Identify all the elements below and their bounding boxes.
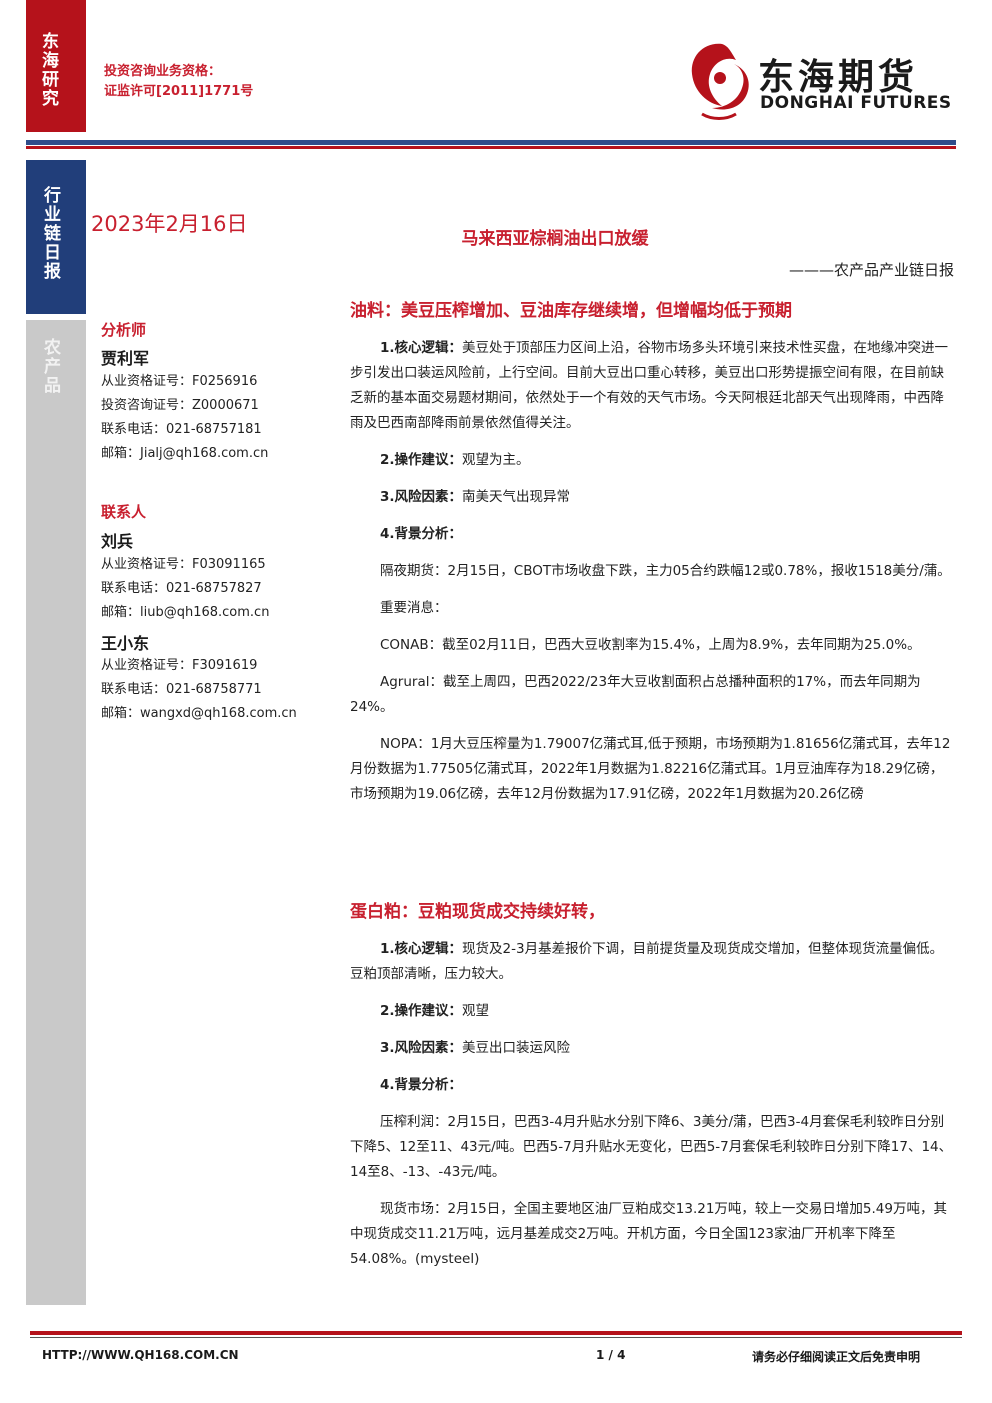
license-line-2: 证监许可[2011]1771号: [104, 84, 254, 99]
contact-line: 联系电话：021-68758771: [101, 682, 262, 697]
license-info: 投资咨询业务资格： 证监许可[2011]1771号: [104, 62, 253, 102]
page-title: 马来西亚棕榈油出口放缓: [461, 229, 649, 249]
section-body-meal: 1.核心逻辑：现货及2-3月基差报价下调，目前提货量及现货成交增加，但整体现货流…: [350, 937, 954, 1272]
contact-name: 王小东: [101, 634, 150, 653]
section-heading-meal: 蛋白粕：豆粕现货成交持续好转，: [350, 902, 605, 922]
category-label: 农产品: [40, 338, 60, 395]
paragraph: 现货市场：2月15日，全国主要地区油厂豆粕成交13.21万吨，较上一交易日增加5…: [350, 1201, 947, 1267]
report-type-label: 行业链日报: [40, 186, 60, 281]
contact-details: 从业资格证号：F3091619 联系电话：021-68758771 邮箱：wan…: [101, 654, 297, 726]
paragraph: 1.核心逻辑：现货及2-3月基差报价下调，目前提货量及现货成交增加，但整体现货流…: [350, 941, 944, 982]
report-date: 2023年2月16日: [91, 212, 248, 236]
sidebar-gray-band: 农产品: [26, 320, 86, 1305]
section-heading-oilseed: 油料：美豆压榨增加、豆油库存继续增，但增幅均低于预期: [350, 301, 792, 321]
paragraph: 3.风险因素：南美天气出现异常: [380, 489, 571, 505]
paragraph: Agrural：截至上周四，巴西2022/23年大豆收割面积占总播种面积的17%…: [350, 674, 921, 715]
report-type-tab: 行业链日报: [26, 160, 86, 314]
paragraph: 4.背景分析：: [380, 1077, 463, 1093]
footer-rule: [30, 1337, 962, 1338]
analyst-line: 联系电话：021-68757181: [101, 422, 262, 437]
paragraph: 2.操作建议：观望: [380, 1003, 490, 1019]
license-line-1: 投资咨询业务资格：: [104, 64, 222, 79]
contact-heading: 联系人: [101, 503, 147, 521]
footer-disclaimer-note: 请务必仔细阅读正文后免责申明: [752, 1350, 921, 1364]
paragraph: CONAB：截至02月11日，巴西大豆收割率为15.4%，上周为8.9%，去年同…: [380, 637, 921, 653]
section-body-oilseed: 1.核心逻辑：美豆处于顶部压力区间上沿，谷物市场多头环境引来技术性买盘，在地缘冲…: [350, 336, 954, 807]
footer-rule-red: [30, 1331, 962, 1335]
paragraph: NOPA：1月大豆压榨量为1.79007亿蒲式耳,低于预期，市场预期为1.816…: [350, 736, 951, 802]
header-rule-blue: [26, 140, 956, 145]
header-red-tab: 东海研究: [26, 0, 86, 132]
analyst-details: 从业资格证号：F0256916 投资咨询证号：Z0000671 联系电话：021…: [101, 370, 268, 466]
paragraph: 2.操作建议：观望为主。: [380, 452, 530, 468]
analyst-email[interactable]: 邮箱：Jialj@qh168.com.cn: [101, 446, 269, 461]
paragraph: 压榨利润：2月15日，巴西3-4月升贴水分别下降6、3美分/蒲，巴西3-4月套保…: [350, 1114, 953, 1180]
paragraph: 4.背景分析：: [380, 526, 463, 542]
footer-page-number: 1 / 4: [596, 1348, 626, 1362]
contact-line: 从业资格证号：F3091619: [101, 658, 258, 673]
header-rule-red: [26, 146, 956, 149]
page-subtitle: ———农产品产业链日报: [788, 261, 954, 279]
paragraph: 3.风险因素：美豆出口装运风险: [380, 1040, 571, 1056]
paragraph: 1.核心逻辑：美豆处于顶部压力区间上沿，谷物市场多头环境引来技术性买盘，在地缘冲…: [350, 340, 949, 431]
analyst-name: 贾利军: [101, 349, 150, 368]
contact-line: 联系电话：021-68757827: [101, 581, 262, 596]
analyst-line: 从业资格证号：F0256916: [101, 374, 258, 389]
contact-email[interactable]: 邮箱：wangxd@qh168.com.cn: [101, 706, 297, 721]
header-vertical-label: 东海研究: [38, 32, 58, 108]
contact-line: 从业资格证号：F03091165: [101, 557, 266, 572]
paragraph: 隔夜期货：2月15日，CBOT市场收盘下跌，主力05合约跌幅12或0.78%，报…: [380, 563, 951, 579]
analyst-heading: 分析师: [101, 321, 147, 339]
analyst-line: 投资咨询证号：Z0000671: [101, 398, 259, 413]
logo-chinese-name: 东海期货: [758, 56, 919, 98]
dragon-logo-icon: [691, 43, 749, 120]
contact-name: 刘兵: [101, 532, 134, 551]
contact-email[interactable]: 邮箱：liub@qh168.com.cn: [101, 605, 270, 620]
footer-website-link[interactable]: HTTP://WWW.QH168.COM.CN: [42, 1348, 239, 1362]
logo-english-name: DONGHAI FUTURES: [760, 93, 952, 113]
contact-details: 从业资格证号：F03091165 联系电话：021-68757827 邮箱：li…: [101, 553, 269, 625]
paragraph: 重要消息：: [380, 600, 448, 616]
